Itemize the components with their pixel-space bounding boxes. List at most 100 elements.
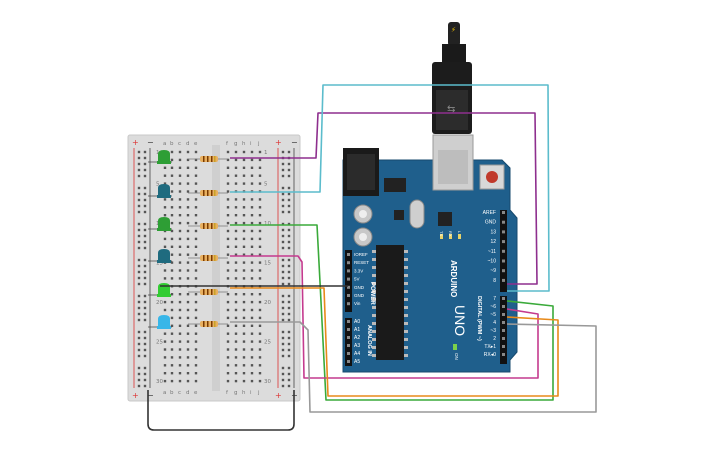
rail-hole[interactable] <box>143 222 147 226</box>
breadboard-hole[interactable] <box>178 229 182 233</box>
rail-hole[interactable] <box>281 240 285 244</box>
rail-hole[interactable] <box>143 348 147 352</box>
rail-hole[interactable] <box>137 204 141 208</box>
breadboard-hole[interactable] <box>234 174 238 177</box>
breadboard-hole[interactable] <box>194 348 198 351</box>
rail-hole[interactable] <box>281 276 285 280</box>
breadboard-hole[interactable] <box>234 324 238 327</box>
rail-hole[interactable] <box>143 162 147 166</box>
rail-hole[interactable] <box>287 372 291 376</box>
breadboard-hole[interactable] <box>234 229 238 233</box>
breadboard-hole[interactable] <box>170 214 174 217</box>
breadboard-hole[interactable] <box>186 206 190 209</box>
breadboard-hole[interactable] <box>178 379 182 383</box>
breadboard-hole[interactable] <box>178 356 182 359</box>
breadboard-hole[interactable] <box>242 174 246 177</box>
breadboard-hole[interactable] <box>186 150 190 154</box>
rail-hole[interactable] <box>281 168 285 172</box>
rail-hole[interactable] <box>281 150 285 154</box>
rail-hole[interactable] <box>137 354 141 358</box>
breadboard-hole[interactable] <box>163 300 167 304</box>
rail-hole[interactable] <box>281 264 285 268</box>
breadboard-hole[interactable] <box>178 190 182 193</box>
breadboard-hole[interactable] <box>234 253 238 256</box>
breadboard-hole[interactable] <box>170 364 174 367</box>
breadboard-hole[interactable] <box>186 269 190 272</box>
breadboard-hole[interactable] <box>242 356 246 359</box>
rail-hole[interactable] <box>281 294 285 298</box>
breadboard-hole[interactable] <box>194 300 198 304</box>
breadboard-hole[interactable] <box>242 340 246 343</box>
rail-hole[interactable] <box>137 276 141 280</box>
breadboard-hole[interactable] <box>170 348 174 351</box>
breadboard-hole[interactable] <box>242 269 246 272</box>
breadboard-hole[interactable] <box>163 245 167 248</box>
resistor[interactable] <box>188 255 228 261</box>
breadboard-hole[interactable] <box>163 277 167 280</box>
breadboard-hole[interactable] <box>226 308 230 312</box>
breadboard-hole[interactable] <box>258 221 262 225</box>
breadboard-hole[interactable] <box>234 277 238 280</box>
breadboard-hole[interactable] <box>242 293 246 296</box>
rail-hole[interactable] <box>281 198 285 202</box>
rail-hole[interactable] <box>281 222 285 226</box>
breadboard-hole[interactable] <box>186 324 190 327</box>
breadboard-hole[interactable] <box>250 356 254 359</box>
breadboard-hole[interactable] <box>226 300 230 304</box>
rail-hole[interactable] <box>143 192 147 196</box>
breadboard-hole[interactable] <box>163 214 167 217</box>
breadboard-hole[interactable] <box>170 379 174 383</box>
breadboard-hole[interactable] <box>194 253 198 256</box>
breadboard-hole[interactable] <box>258 316 262 320</box>
breadboard-hole[interactable] <box>242 372 246 375</box>
breadboard-hole[interactable] <box>242 245 246 248</box>
breadboard-hole[interactable] <box>170 182 174 185</box>
breadboard-hole[interactable] <box>163 340 167 343</box>
breadboard-hole[interactable] <box>186 300 190 304</box>
breadboard-hole[interactable] <box>258 364 262 367</box>
breadboard-hole[interactable] <box>178 300 182 304</box>
rail-hole[interactable] <box>137 186 141 190</box>
breadboard-hole[interactable] <box>258 356 262 359</box>
rail-hole[interactable] <box>137 174 141 178</box>
rail-hole[interactable] <box>137 348 141 352</box>
breadboard-hole[interactable] <box>186 261 190 264</box>
breadboard-hole[interactable] <box>250 348 254 351</box>
rail-hole[interactable] <box>287 312 291 316</box>
rail-hole[interactable] <box>287 264 291 268</box>
rail-hole[interactable] <box>143 312 147 316</box>
breadboard-hole[interactable] <box>170 229 174 233</box>
rail-hole[interactable] <box>281 228 285 232</box>
rail-hole[interactable] <box>287 330 291 334</box>
rail-hole[interactable] <box>281 354 285 358</box>
breadboard-hole[interactable] <box>242 166 246 169</box>
wire-cyan[interactable] <box>230 84 550 292</box>
breadboard-hole[interactable] <box>226 364 230 367</box>
breadboard-hole[interactable] <box>234 158 238 162</box>
breadboard-hole[interactable] <box>186 245 190 248</box>
breadboard-hole[interactable] <box>242 182 246 185</box>
breadboard-hole[interactable] <box>242 308 246 312</box>
rail-hole[interactable] <box>137 150 141 154</box>
breadboard-hole[interactable] <box>226 277 230 280</box>
breadboard-hole[interactable] <box>170 158 174 162</box>
breadboard-hole[interactable] <box>170 340 174 343</box>
breadboard-hole[interactable] <box>226 253 230 256</box>
breadboard-hole[interactable] <box>234 245 238 248</box>
breadboard-hole[interactable] <box>194 308 198 312</box>
wire-gray[interactable] <box>230 321 597 413</box>
breadboard-hole[interactable] <box>250 174 254 177</box>
rail-hole[interactable] <box>287 192 291 196</box>
breadboard-hole[interactable] <box>186 356 190 359</box>
breadboard-hole[interactable] <box>234 182 238 185</box>
breadboard-hole[interactable] <box>258 237 262 241</box>
breadboard-hole[interactable] <box>234 379 238 383</box>
rail-hole[interactable] <box>137 228 141 232</box>
rail-hole[interactable] <box>287 276 291 280</box>
breadboard-hole[interactable] <box>250 379 254 383</box>
breadboard-hole[interactable] <box>178 214 182 217</box>
rail-hole[interactable] <box>137 162 141 166</box>
breadboard-hole[interactable] <box>163 269 167 272</box>
resistor[interactable] <box>188 156 228 162</box>
breadboard-hole[interactable] <box>242 198 246 201</box>
